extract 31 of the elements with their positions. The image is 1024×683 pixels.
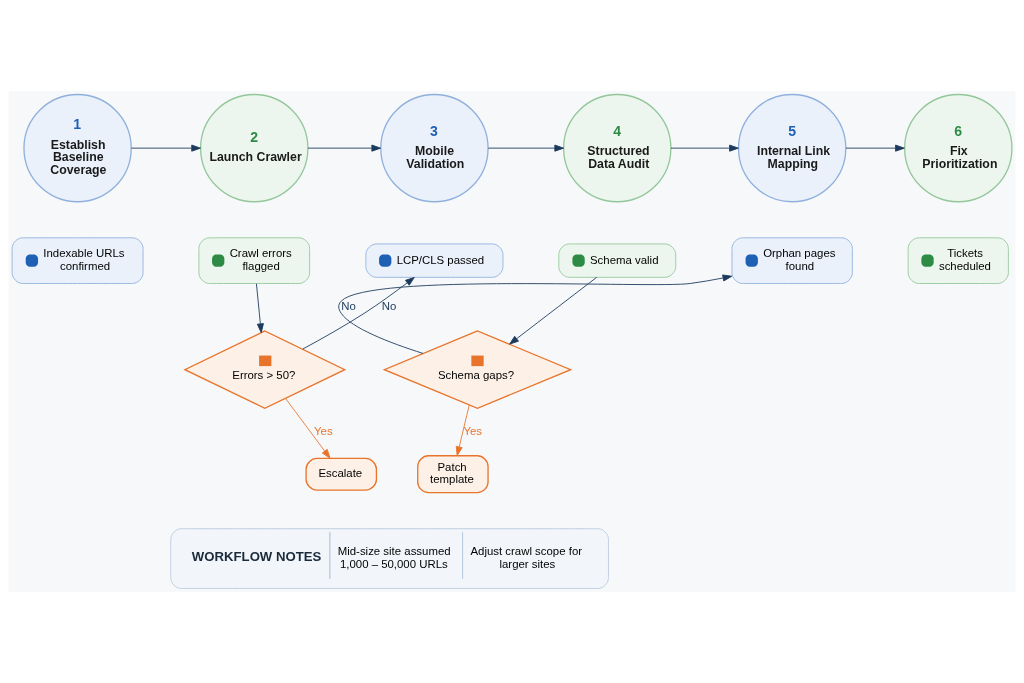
node-circle: 5 Internal Link Mapping [737, 93, 847, 203]
node-diamond: Schema gaps? [382, 330, 573, 409]
arrow [302, 277, 415, 350]
node-box: Indexable URLs confirmed [11, 237, 144, 284]
arrow [487, 144, 565, 152]
arrow [509, 276, 598, 345]
node-box: LCP/CLS passed [365, 243, 504, 278]
edge-label: Yes [463, 425, 483, 438]
node-box: Orphan pages found [731, 237, 853, 284]
arrow [455, 404, 470, 456]
edge-label: Yes [314, 425, 333, 438]
arrow [307, 144, 382, 152]
arrow [285, 397, 331, 459]
node-circle: 6 Fix Prioritization [904, 93, 1013, 203]
edge-label: No [341, 300, 356, 313]
node-box: Patch template [417, 455, 489, 494]
node-box: Escalate [305, 457, 378, 491]
node-circle: 1 Establish Baseline Coverage [23, 93, 132, 203]
node-circle: 3 Mobile Validation [380, 93, 489, 203]
node-box: Crawl errors flagged [198, 237, 311, 284]
node-box: Tickets scheduled [907, 237, 1009, 284]
arrow [338, 274, 733, 354]
arrow [256, 283, 264, 334]
arrow [130, 144, 201, 152]
arrow [845, 144, 905, 152]
arrow [670, 144, 739, 152]
node-circle: 4 Structured Data Audit [563, 93, 672, 203]
node-circle: 2 Launch Crawler [199, 93, 309, 203]
node-box: Schema valid [558, 243, 677, 278]
edge-label: No [381, 300, 397, 313]
node-diamond: Errors > 50? [183, 330, 347, 410]
